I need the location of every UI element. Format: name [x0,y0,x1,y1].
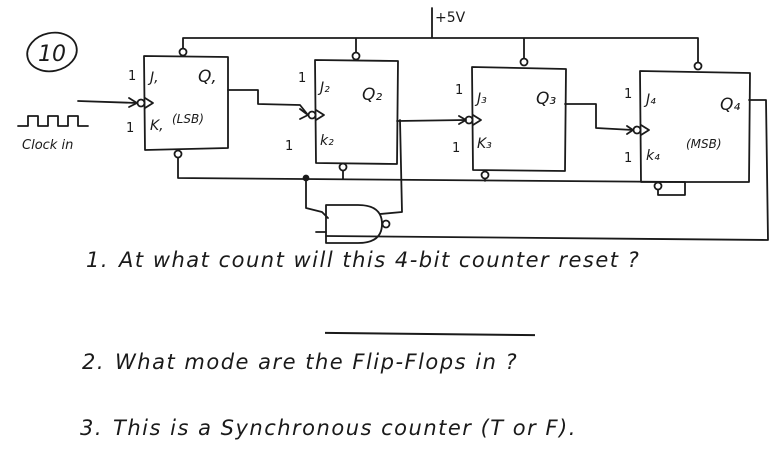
flip-flop-4 [639,70,751,183]
flip-flop-1 [143,55,229,151]
preset-bubble-2 [351,51,361,61]
question-2-number: 2. [82,350,106,374]
k2-high: 1 [285,139,293,154]
question-3-text: This is a Synchronous counter (T or F). [113,416,577,440]
ff3-k-label: K₃ [477,136,492,152]
flip-flop-2 [314,59,399,165]
question-3-number: 3. [80,416,104,440]
ff3-q-label: Q₃ [536,89,556,109]
supply-wire [182,7,699,63]
clock-wire [77,100,138,104]
j2-high: 1 [298,71,306,86]
ff4-k-label: k₄ [646,148,660,164]
ff2-k-label: k₂ [320,133,334,149]
clear-bubble-3 [480,170,490,180]
j3-high: 1 [455,83,463,98]
question-1: 1. At what count will this 4-bit counter … [86,248,650,272]
nand-bubble [381,219,391,229]
preset-bubble-1 [178,47,188,57]
clock-triangle-1 [144,97,154,109]
clear-bubble-1 [173,149,183,159]
clock-bubble-1 [136,98,146,108]
ff4-j-label: J₄ [643,92,656,108]
clock-triangle-2 [315,109,325,121]
clock-triangle-4 [640,124,650,136]
ff4-q-label: Q₄ [720,95,740,115]
problem-number-circle: 10 [26,31,78,73]
ff1-q-label: Q, [198,67,217,87]
clock-bubble-2 [307,110,317,120]
ff1-j-label: J, [147,70,159,86]
nand-input-1 [305,177,329,219]
preset-bubble-4 [693,61,703,71]
bus-junction [302,174,310,182]
question-1-number: 1. [86,248,110,272]
j4-high: 1 [624,87,632,102]
clock-bubble-4 [632,125,642,135]
ff2-j-label: J₂ [317,80,330,96]
q4-feedback-wire [325,99,769,241]
clear-bubble-4 [653,181,663,191]
ripple-wire-3-4 [564,103,634,131]
nand-input-2 [379,119,403,215]
ff1-note: (LSB) [172,112,204,126]
question-2-text: What mode are the Flip-Flops in ? [115,350,519,374]
question-2: 2. What mode are the Flip-Flops in ? [82,350,528,374]
ff4-note: (MSB) [686,137,722,151]
ff1-k-label: K, [150,118,164,134]
preset-bubble-3 [519,57,529,67]
ripple-wire-1-2 [227,89,309,116]
k4-high: 1 [624,151,632,166]
ff3-j-label: J₃ [474,91,487,107]
k1-high: 1 [126,121,134,136]
ripple-arrows [299,108,634,135]
question-1-text: At what count will this 4-bit counter re… [119,248,641,272]
clear-bus [177,157,686,196]
question-3: 3. This is a Synchronous counter (T or F)… [80,416,587,440]
clock-label: Clock in [22,138,73,153]
clock-waveform [17,115,89,127]
j1-high: 1 [128,69,136,84]
problem-number: 10 [38,42,66,67]
supply-label: +5V [435,10,466,26]
flip-flop-3 [471,66,567,172]
k3-high: 1 [452,141,460,156]
high-marks: 1 1 1 1 1 1 1 1 [126,69,632,166]
clear-bubble-2 [338,162,348,172]
clock-arrow [128,97,138,108]
ff2-q-label: Q₂ [362,85,382,105]
ripple-wire-2-3 [396,119,467,122]
clock-triangle-3 [472,114,482,126]
